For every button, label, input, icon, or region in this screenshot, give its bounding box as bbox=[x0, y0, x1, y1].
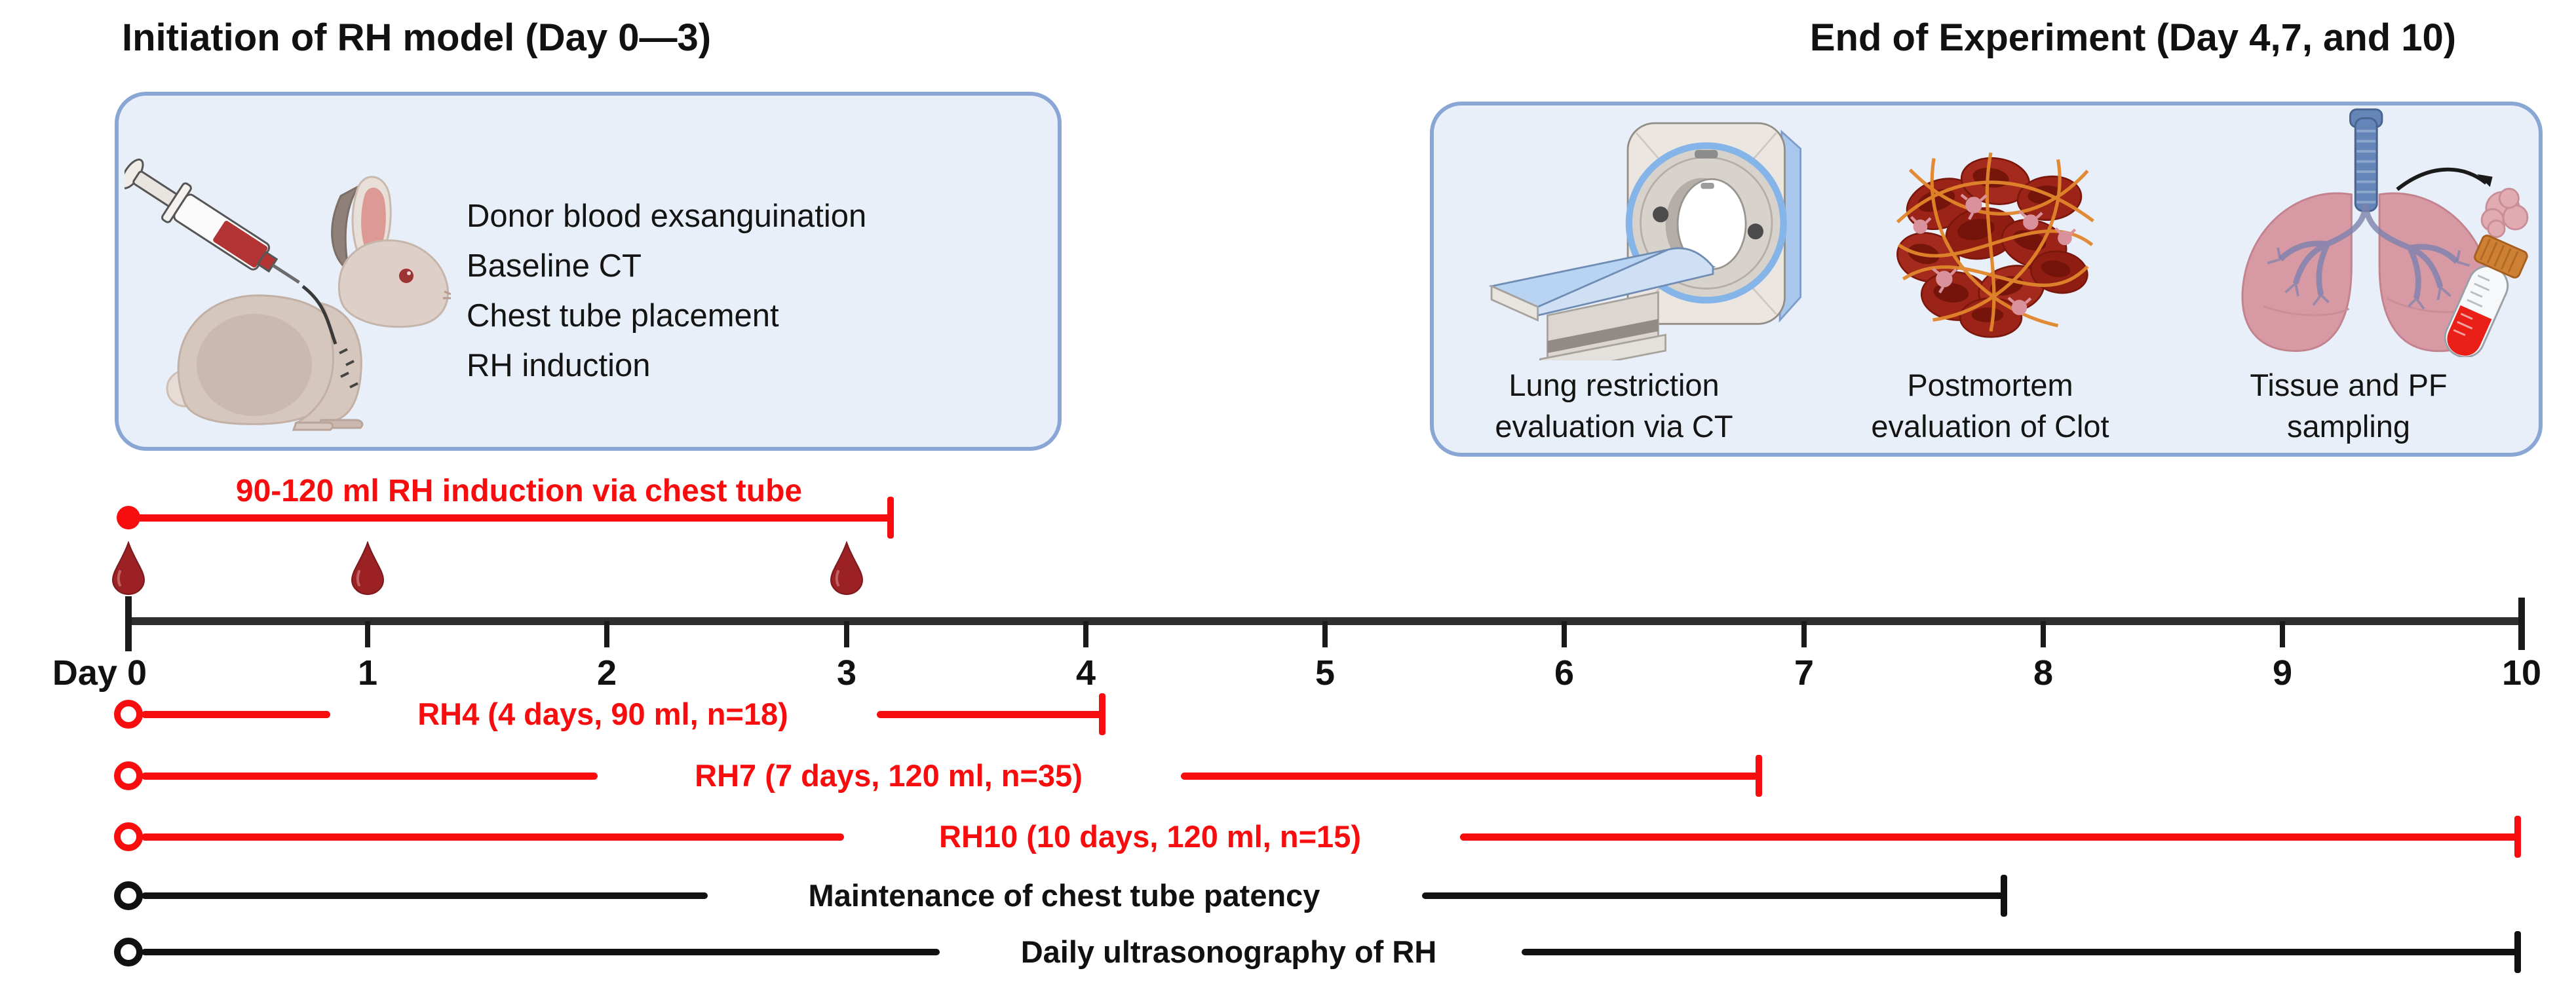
rh4-line-left bbox=[142, 711, 330, 718]
tissue-item-label: Tissue and PF sampling bbox=[2152, 364, 2545, 447]
maintenance-end-tick bbox=[2001, 875, 2007, 917]
ultrasound-start-circle bbox=[114, 938, 143, 966]
day-label-2: 2 bbox=[596, 653, 617, 693]
rh10-line-right bbox=[1460, 833, 2518, 841]
day-tick-5 bbox=[1322, 621, 1328, 647]
day-origin-label: Day 0 bbox=[52, 653, 147, 693]
ultrasound-label: Daily ultrasonography of RH bbox=[1020, 934, 1437, 969]
induction-label: 90-120 ml RH induction via chest tube bbox=[235, 474, 803, 508]
day-tick-7 bbox=[1801, 621, 1807, 647]
lungs-sampling-icon bbox=[2241, 108, 2529, 357]
rabbit-syringe-icon bbox=[125, 159, 452, 431]
rh7-label: RH7 (7 days, 120 ml, n=35) bbox=[695, 758, 1083, 793]
initiation-line-1: Donor blood exsanguination bbox=[467, 199, 867, 234]
maintenance-line-left bbox=[142, 892, 708, 899]
day-label-8: 8 bbox=[2033, 653, 2054, 693]
ct-item-label: Lung restriction evaluation via CT bbox=[1417, 364, 1811, 447]
day-label-5: 5 bbox=[1315, 653, 1336, 693]
maintenance-line-right bbox=[1422, 892, 2004, 899]
induction-end-tick bbox=[887, 497, 894, 539]
induction-line bbox=[127, 514, 891, 522]
tissue-item-label-line2: sampling bbox=[2286, 409, 2411, 444]
blood-drop-icon bbox=[111, 541, 145, 595]
rh4-line-right bbox=[877, 711, 1102, 718]
ultrasound-line-right bbox=[1522, 949, 2518, 955]
initiation-line-3: Chest tube placement bbox=[467, 298, 779, 334]
rh7-end-tick bbox=[1756, 755, 1762, 797]
initiation-line-4: RH induction bbox=[467, 348, 651, 383]
blood-drop-icon bbox=[351, 541, 385, 595]
blood-drop-icon bbox=[830, 541, 864, 595]
tissue-item-label-line1: Tissue and PF bbox=[2250, 368, 2448, 402]
ct-scanner-icon bbox=[1488, 122, 1802, 360]
initiation-title: Initiation of RH model (Day 0—3) bbox=[122, 16, 712, 59]
rh4-label: RH4 (4 days, 90 ml, n=18) bbox=[417, 697, 788, 731]
maintenance-label: Maintenance of chest tube patency bbox=[808, 878, 1320, 913]
rh4-start-circle bbox=[114, 700, 143, 729]
day-tick-2 bbox=[604, 621, 609, 647]
rh7-start-circle bbox=[114, 761, 143, 790]
day-label-9: 9 bbox=[2272, 653, 2293, 693]
initiation-line-2: Baseline CT bbox=[467, 248, 642, 284]
day-tick-1 bbox=[365, 621, 370, 647]
clot-item-label: Postmortem evaluation of Clot bbox=[1794, 364, 2187, 447]
ultrasound-end-tick bbox=[2514, 931, 2521, 973]
ct-item-label-line2: evaluation via CT bbox=[1495, 409, 1733, 444]
day-label-7: 7 bbox=[1794, 653, 1815, 693]
end-title: End of Experiment (Day 4,7, and 10) bbox=[1809, 16, 2457, 59]
day-tick-3 bbox=[844, 621, 849, 647]
maintenance-start-circle bbox=[114, 881, 143, 910]
day-label-6: 6 bbox=[1554, 653, 1575, 693]
day-label-3: 3 bbox=[836, 653, 857, 693]
rh10-line-left bbox=[142, 833, 844, 841]
rh10-label: RH10 (10 days, 120 ml, n=15) bbox=[939, 819, 1361, 854]
rh4-end-tick bbox=[1099, 693, 1105, 735]
day-tick-9 bbox=[2280, 621, 2285, 647]
blood-clot-icon bbox=[1896, 152, 2094, 338]
day-label-4: 4 bbox=[1075, 653, 1096, 693]
day-tick-4 bbox=[1083, 621, 1088, 647]
initiation-text-block: Donor blood exsanguination Baseline CT C… bbox=[467, 191, 866, 391]
day-tick-10 bbox=[2518, 598, 2525, 650]
day-tick-8 bbox=[2041, 621, 2046, 647]
rh7-line-right bbox=[1181, 773, 1759, 780]
rh10-start-circle bbox=[114, 822, 143, 851]
day-tick-0 bbox=[125, 596, 132, 651]
day-label-1: 1 bbox=[357, 653, 378, 693]
day-tick-6 bbox=[1562, 621, 1567, 647]
clot-item-label-line1: Postmortem bbox=[1907, 368, 2073, 402]
rh10-end-tick bbox=[2514, 816, 2521, 858]
day-label-10: 10 bbox=[2501, 653, 2542, 693]
clot-item-label-line2: evaluation of Clot bbox=[1871, 409, 2109, 444]
induction-start-dot bbox=[117, 506, 140, 529]
ct-item-label-line1: Lung restriction bbox=[1509, 368, 1720, 402]
rh7-line-left bbox=[142, 773, 598, 780]
ultrasound-line-left bbox=[142, 949, 940, 955]
